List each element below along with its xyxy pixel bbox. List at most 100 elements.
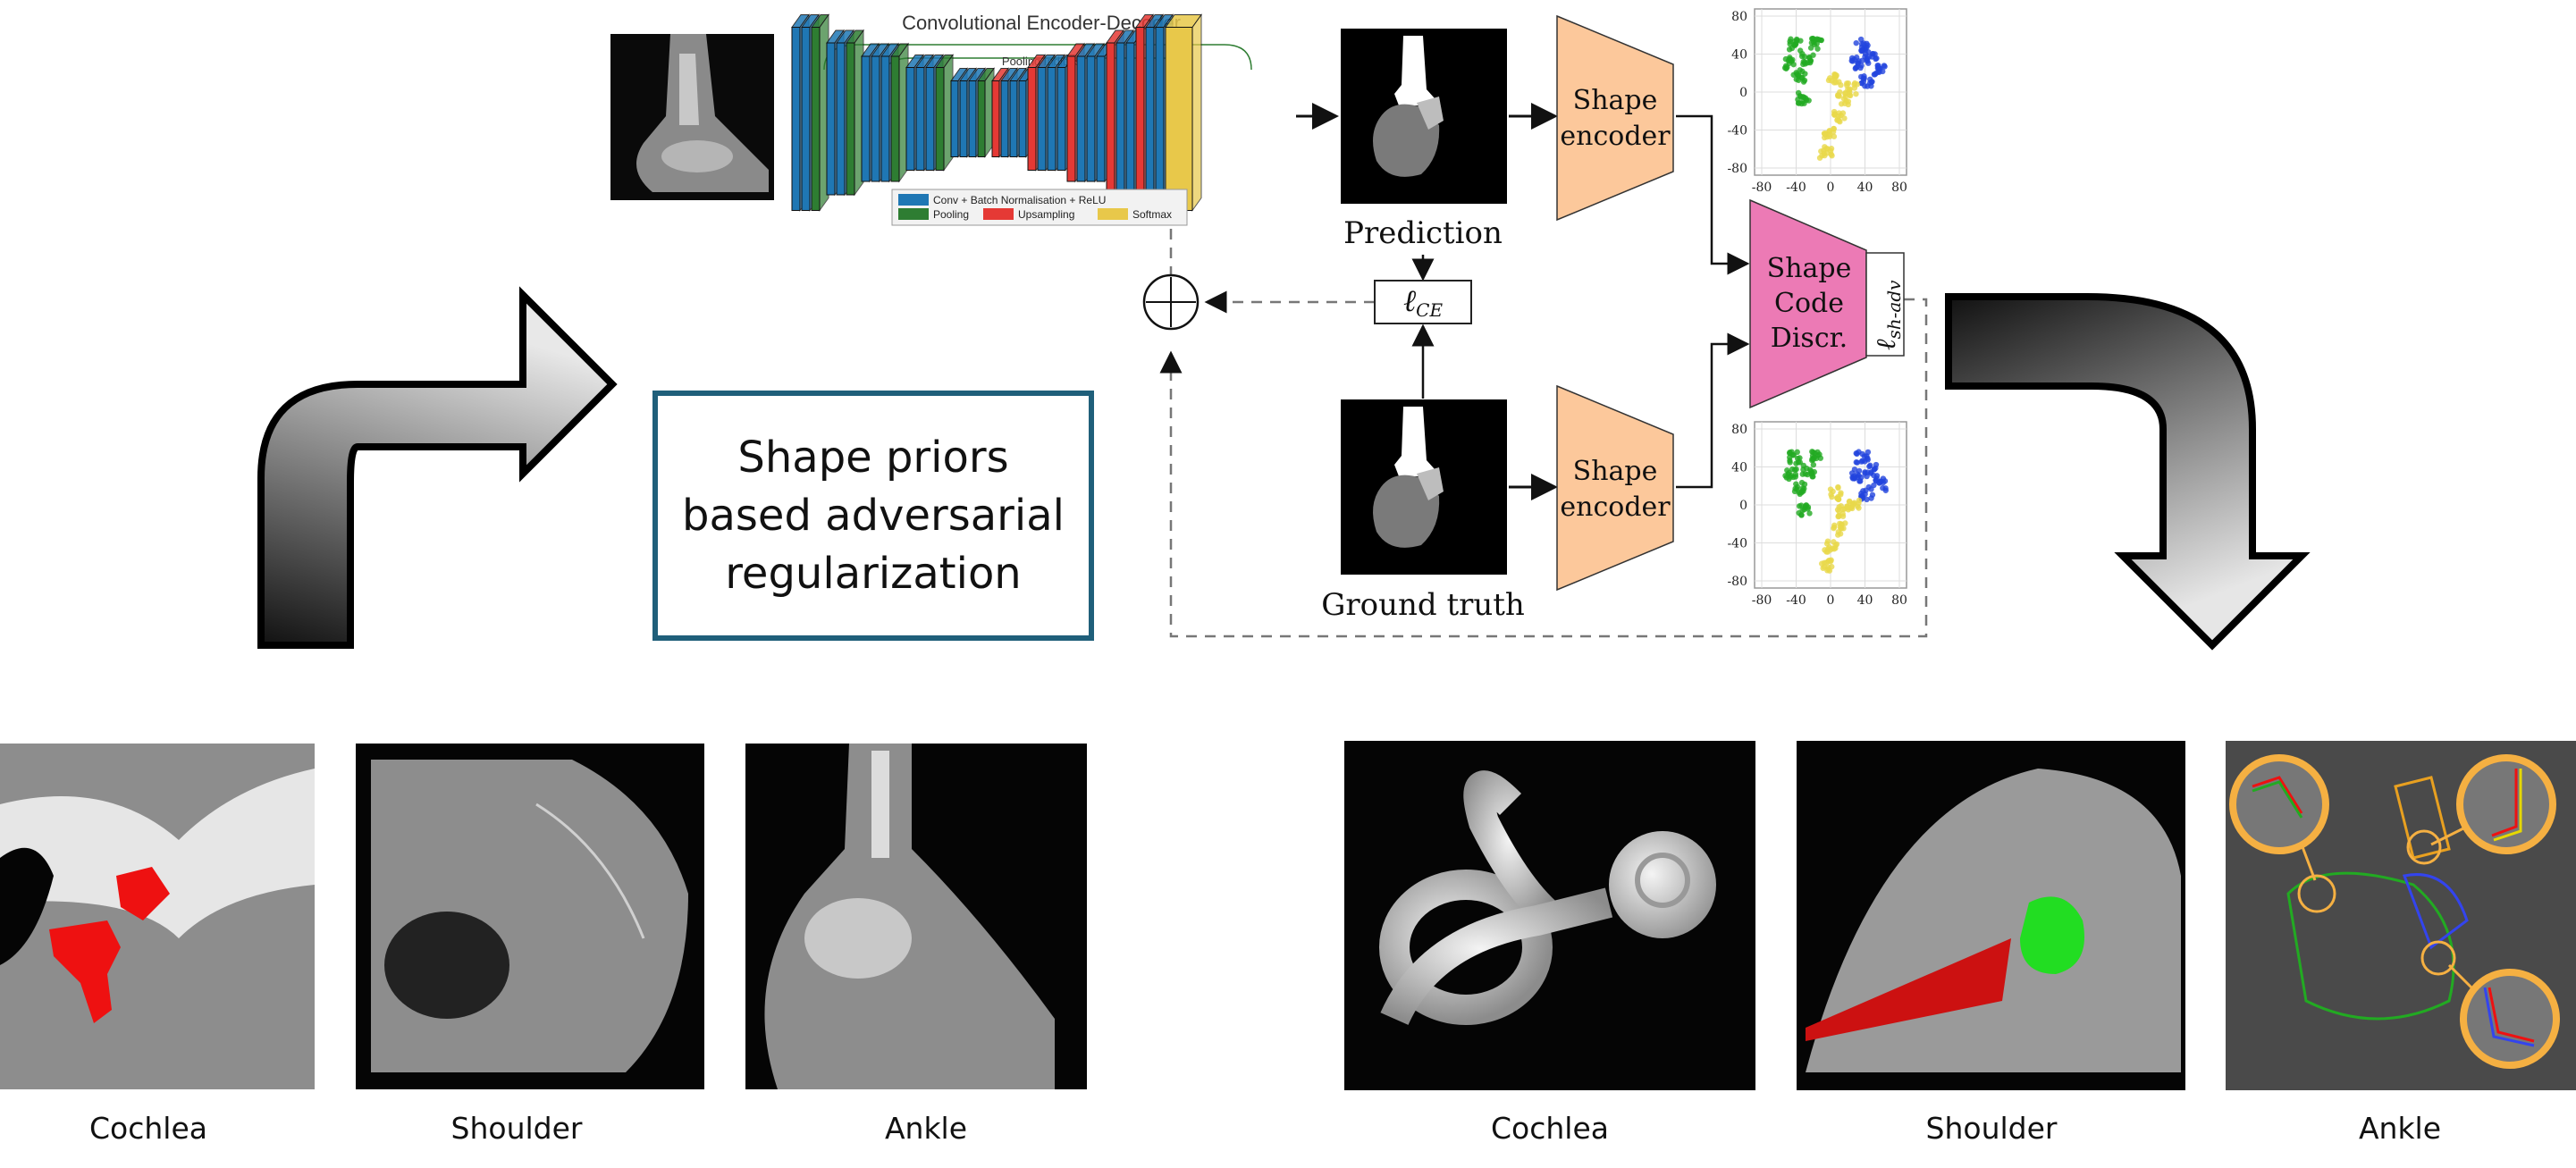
ce-loss-subscript: CE (1416, 299, 1443, 321)
scatter-point (1852, 65, 1859, 71)
scatter-point (1838, 101, 1845, 107)
scatter-point (1790, 61, 1797, 68)
scatter-point (1827, 486, 1834, 492)
scatter-point (1806, 510, 1813, 517)
scatter-point (1854, 450, 1860, 458)
prediction-mask (1341, 29, 1507, 204)
scatter-point (1796, 100, 1802, 106)
scatter-point (1861, 453, 1868, 459)
sum-node (1142, 273, 1200, 331)
scatter-point (1853, 459, 1859, 466)
scatter-point (1814, 449, 1821, 456)
scatter-point (1873, 55, 1879, 63)
scatter-x-tick: 0 (1827, 593, 1835, 608)
scatter-point (1872, 51, 1878, 57)
legend-conv: Conv + Batch Normalisation + ReLU (933, 194, 1106, 206)
scatter-point (1873, 461, 1880, 468)
scatter-point (1814, 40, 1820, 47)
scatter-point (1796, 503, 1803, 509)
scatter-point (1828, 492, 1834, 498)
input-label-cochlea: Cochlea (89, 1111, 207, 1146)
scatter-point (1853, 39, 1859, 46)
scatter-point (1856, 478, 1863, 484)
scatter-point (1799, 50, 1806, 57)
scatter-point (1858, 47, 1865, 55)
scatter-point (1871, 466, 1878, 473)
scatter-point (1835, 484, 1841, 492)
scatter-point (1837, 531, 1844, 537)
scatter-point (1856, 497, 1863, 504)
scatter-point (1794, 449, 1800, 456)
scatter-point (1807, 45, 1814, 51)
scatter-point (1873, 70, 1880, 76)
scatter-point (1873, 475, 1880, 482)
scatter-point (1831, 525, 1837, 532)
scatter-point (1809, 474, 1815, 480)
scatter-point (1827, 75, 1833, 81)
scatter-point (1809, 457, 1815, 464)
scatter-point (1801, 100, 1807, 106)
scatter-point (1791, 488, 1798, 495)
scatter-point (1810, 52, 1816, 58)
scatter-point (1802, 59, 1808, 65)
scatter-point (1881, 63, 1888, 69)
input-mri-thumbnail (610, 34, 774, 200)
prior-box-line-3: regularization (725, 548, 1022, 599)
network-layer (935, 53, 954, 172)
scatter-point (1880, 484, 1886, 492)
scatter-point (1840, 525, 1847, 532)
scatter-point (1796, 489, 1803, 496)
scatter-point (1793, 76, 1799, 82)
scatter-y-tick: -80 (1727, 575, 1747, 589)
scatter-point (1865, 457, 1871, 463)
scatter-point (1799, 74, 1806, 81)
scatter-point (1782, 473, 1789, 479)
scatter-point (1867, 462, 1873, 469)
prior-box-line-2: based adversarial (682, 490, 1065, 541)
scatter-x-tick: -80 (1752, 593, 1772, 608)
output-shoulder-segmentation (1797, 741, 2185, 1090)
scatter-x-tick: 80 (1891, 593, 1907, 608)
scatter-point (1865, 60, 1872, 66)
scatter-point (1824, 538, 1831, 544)
scatter-point (1835, 513, 1841, 520)
network-layer (846, 29, 864, 197)
scatter-point (1787, 41, 1793, 47)
output-label-shoulder: Shoulder (1925, 1111, 2058, 1146)
scatter-point (1807, 59, 1814, 66)
scatter-point (1843, 80, 1850, 87)
legend-upsampling: Upsampling (1018, 208, 1074, 221)
network-title: Convolutional Encoder-Decoder (902, 12, 1181, 34)
scatter-point (1865, 469, 1871, 475)
scatter-point (1787, 450, 1793, 456)
scatter-point (1846, 505, 1853, 511)
scatter-point (1788, 36, 1794, 42)
scatter-y-tick: 0 (1739, 86, 1747, 100)
scatter-point (1790, 474, 1797, 481)
scatter-x-tick: 0 (1827, 181, 1835, 195)
scatter-point (1835, 496, 1841, 502)
output-ankle-segmentation (2226, 741, 2576, 1090)
scatter-point (1831, 80, 1838, 86)
prediction-label: Prediction (1343, 215, 1503, 251)
adversarial-loss-box: ℓsh-adv (1865, 252, 1905, 357)
scatter-point (1860, 488, 1866, 494)
scatter-point (1784, 64, 1790, 71)
scatter-point (1853, 90, 1859, 97)
scatter-y-tick: 80 (1731, 423, 1747, 437)
scatter-point (1797, 38, 1804, 44)
scatter-point (1851, 475, 1857, 482)
output-cochlea-3d (1344, 741, 1755, 1090)
scatter-point (1789, 466, 1796, 473)
network-layer (811, 13, 829, 213)
scatter-y-tick: 80 (1731, 10, 1747, 24)
scatter-point (1874, 65, 1881, 71)
scatter-point (1848, 57, 1855, 64)
scatter-point (1835, 92, 1841, 98)
scatter-point (1838, 112, 1844, 119)
scatter-point (1831, 125, 1837, 132)
scatter-y-tick: -40 (1727, 124, 1747, 139)
